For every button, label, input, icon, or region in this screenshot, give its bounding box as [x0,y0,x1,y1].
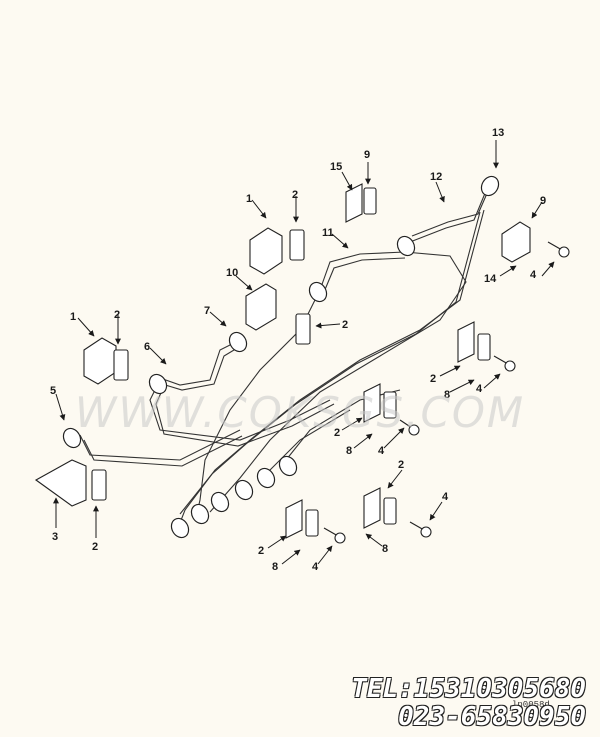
fuel-lines [79,181,493,529]
callout-1: 1 [70,311,76,323]
phone-number: 023-65830950 [398,702,586,732]
callout-2: 2 [92,541,98,553]
callout-2: 2 [334,427,340,439]
callout-4: 4 [530,269,537,281]
callout-8: 8 [382,543,388,555]
callout-9: 9 [364,149,370,161]
callout-4: 4 [378,445,385,457]
callout-2: 2 [258,545,264,557]
callout-15: 15 [330,161,342,173]
callout-8: 8 [444,389,450,401]
callout-2: 2 [114,309,120,321]
callout-2: 2 [342,319,348,331]
callout-3: 3 [52,531,58,543]
callout-8: 8 [346,445,352,457]
callout-11: 11 [322,227,334,239]
callout-9: 9 [540,195,546,207]
callout-6: 6 [144,341,150,353]
callout-7: 7 [204,305,210,317]
callout-5: 5 [50,385,56,397]
callout-8: 8 [272,561,278,573]
callout-4: 4 [476,383,483,395]
telephone-number: TEL:15310305680 [351,674,586,704]
line-fittings [62,175,500,539]
callout-13: 13 [492,127,504,139]
figure-id: lp0058d [512,700,550,710]
callout-2: 2 [430,373,436,385]
brackets-and-clamps [34,183,531,539]
bolts [323,241,570,544]
callout-1: 1 [246,193,252,205]
callout-12: 12 [430,171,442,183]
callout-10: 10 [226,267,238,279]
callout-labels: 13 15 9 12 9 1 2 11 14 4 10 7 2 1 2 6 2 … [50,127,546,573]
callout-4: 4 [442,491,449,503]
callout-2: 2 [398,459,404,471]
callout-2: 2 [292,189,298,201]
callout-4: 4 [312,561,319,573]
callout-14: 14 [484,273,497,285]
leader-arrows [53,140,555,565]
